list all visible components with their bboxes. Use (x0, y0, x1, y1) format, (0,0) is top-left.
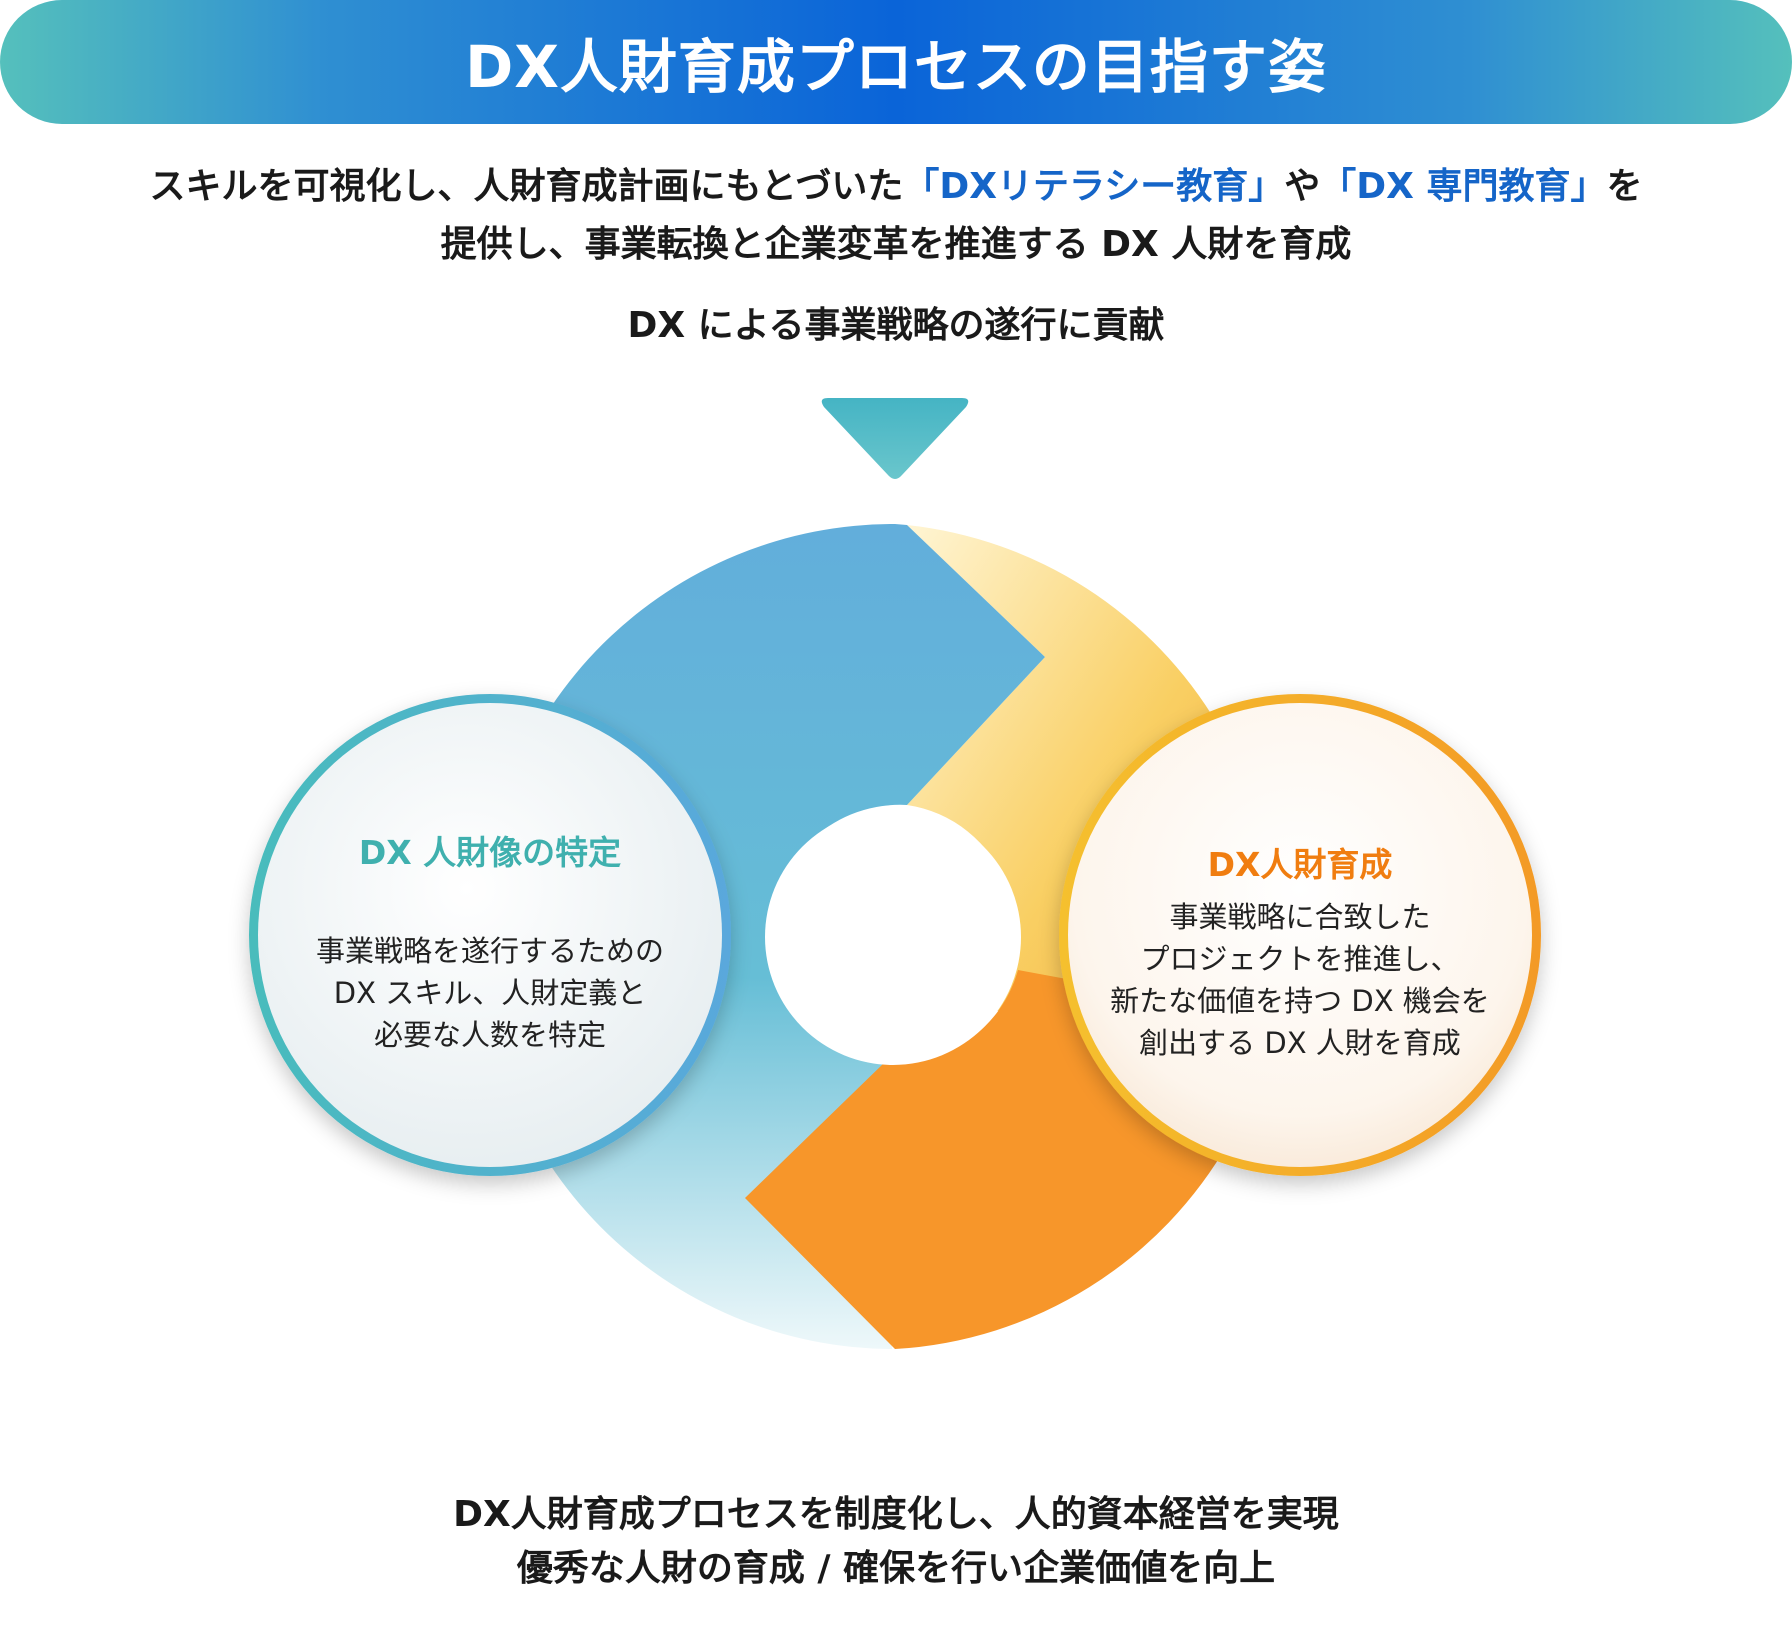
outro-line-2: 優秀な人財の育成 / 確保を行い企業価値を向上 (516, 1548, 1276, 1589)
right-step-description: 事業戦略に合致した プロジェクトを推進し、 新たな価値を持つ DX 機会を 創出… (1060, 896, 1540, 1064)
intro-line-1-mid: や (1284, 166, 1321, 207)
left-step-title: DX 人財像の特定 (358, 833, 622, 872)
intro-line-2: 提供し、事業転換と企業変革を推進する DX 人財を育成 (440, 224, 1352, 265)
right-step-line: 事業戦略に合致した (1169, 900, 1431, 934)
right-step-line: 創出する DX 人財を育成 (1139, 1026, 1461, 1060)
contribution-text: DX による事業戦略の遂行に貢献 (627, 305, 1165, 346)
cycle-center-hole (765, 809, 1021, 1065)
outro-line-1: DX人財育成プロセスを制度化し、人的資本経営を実現 (453, 1494, 1339, 1535)
right-step-title: DX人財育成 (1207, 845, 1393, 884)
right-step-line: プロジェクトを推進し、 (1140, 942, 1460, 976)
left-step-line: 必要な人数を特定 (373, 1018, 606, 1052)
left-step-description: 事業戦略を遂行するための DX スキル、人財定義と 必要な人数を特定 (250, 930, 730, 1056)
page-title: DX人財育成プロセスの目指す姿 (465, 33, 1327, 101)
left-step-line: DX スキル、人財定義と (333, 976, 647, 1010)
cycle-segment-blue (481, 523, 1045, 1349)
intro-text: スキルを可視化し、人財育成計画にもとづいた「DXリテラシー教育」や「DX 専門教… (0, 158, 1792, 274)
title-banner: DX人財育成プロセスの目指す姿 (0, 0, 1792, 124)
right-step-line: 新たな価値を持つ DX 機会を (1110, 984, 1490, 1018)
right-step-circle (1059, 694, 1541, 1176)
left-step-line: 事業戦略を遂行するための (315, 934, 664, 968)
highlight-dx-literacy: 「DXリテラシー教育」 (903, 166, 1285, 207)
cycle-diagram (249, 398, 1541, 1349)
outro-text: DX人財育成プロセスを制度化し、人的資本経営を実現 優秀な人財の育成 / 確保を… (0, 1488, 1792, 1596)
intro-line-1-suffix: を (1606, 166, 1643, 207)
left-step-circle (249, 694, 731, 1176)
highlight-dx-specialist: 「DX 専門教育」 (1320, 166, 1607, 207)
down-arrow-icon (821, 398, 969, 479)
intro-line-1: スキルを可視化し、人財育成計画にもとづいた「DXリテラシー教育」や「DX 専門教… (0, 158, 1792, 216)
intro-line-1-prefix: スキルを可視化し、人財育成計画にもとづいた (149, 166, 904, 207)
